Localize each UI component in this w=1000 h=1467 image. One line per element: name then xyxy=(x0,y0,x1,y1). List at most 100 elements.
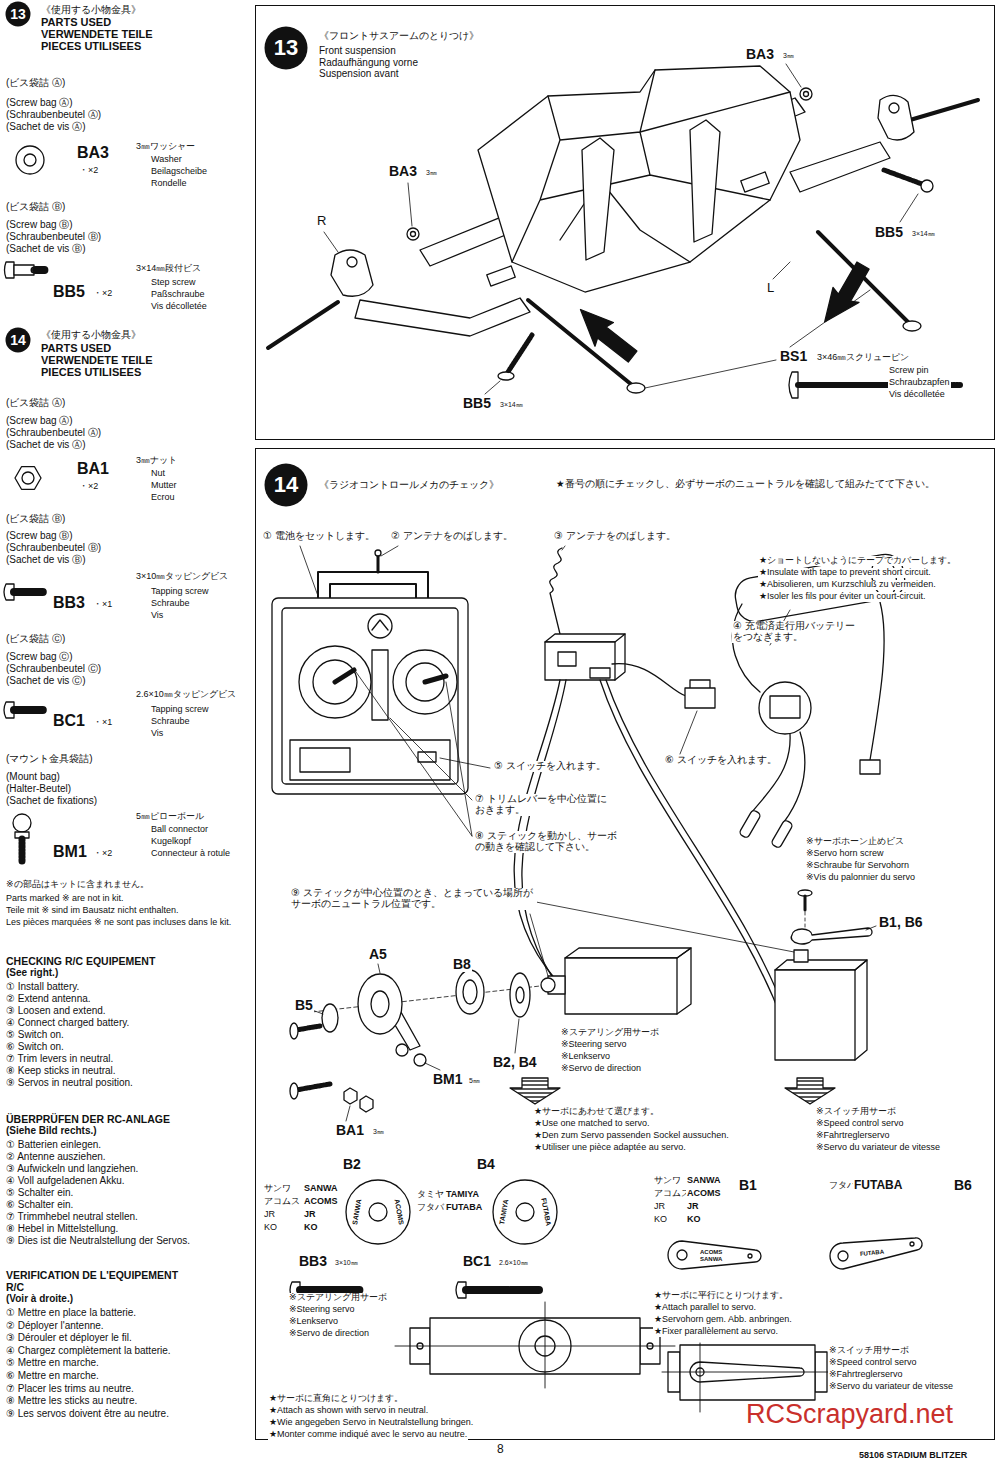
label-text: (Sachet de fixations) xyxy=(5,796,98,807)
line-art xyxy=(377,556,380,572)
label-text: (ビス袋詰 Ⓐ) xyxy=(5,78,66,89)
label-text: Mutter xyxy=(150,481,178,491)
line-art xyxy=(493,1180,557,1244)
line-art xyxy=(870,602,884,760)
label-text: Paßschraube xyxy=(150,290,206,300)
label-text: SANWA xyxy=(686,1176,722,1186)
label-text: SANWA xyxy=(699,1256,723,1262)
label-text: 3㎜ xyxy=(425,169,438,177)
line-art xyxy=(700,1343,701,1412)
part-code: B8 xyxy=(452,957,472,972)
label-text: ⑤ Mettre en marche. xyxy=(5,1358,100,1369)
label-text: ※Servo du variateur de vitesse xyxy=(815,1143,967,1153)
step-number-text: 14 xyxy=(264,463,308,507)
label-text: ⑨ Servos in neutral position. xyxy=(5,1078,134,1089)
label-text: Ecrou xyxy=(150,493,176,503)
line-art xyxy=(300,546,318,596)
line-art xyxy=(268,302,338,348)
line-art xyxy=(36,266,46,274)
label-text: (ビス袋詰 Ⓒ) xyxy=(5,634,66,645)
line-art xyxy=(785,1078,835,1104)
line-art xyxy=(889,103,899,113)
label-text: フタバ xyxy=(416,1203,445,1213)
label-text: ⑤ Switch on. xyxy=(5,1030,65,1041)
label-text: ※スイッチ用サーボ xyxy=(828,1346,970,1356)
part-code: B5 xyxy=(294,998,314,1013)
label-text: Vis décolletée xyxy=(888,390,946,400)
label-text: 3㎜ xyxy=(782,52,795,60)
label-text: アコムス xyxy=(263,1197,301,1207)
line-art xyxy=(456,970,484,1014)
label-text: ★Wie angegeben Servo in Neutralstellung … xyxy=(268,1418,474,1428)
line-art xyxy=(732,604,760,692)
label-text: PARTS USED xyxy=(40,17,112,29)
label-text: ACOMS xyxy=(686,1189,722,1199)
label-text: 3×14㎜段付ビス xyxy=(135,264,202,274)
line-art xyxy=(22,472,34,484)
line-art xyxy=(541,978,555,992)
step-panel: 13《フロントサスアームのとりつけ》Front suspension Radau… xyxy=(255,5,995,440)
label-text: ⑤ Schalter ein. xyxy=(5,1188,74,1199)
line-art xyxy=(771,819,794,848)
part-code: BM1 xyxy=(432,1072,464,1087)
label-text: ・×1 xyxy=(92,718,113,728)
label-text: ③ Loosen and extend. xyxy=(5,1006,107,1017)
line-art xyxy=(378,964,380,973)
label-text: (Screw bag Ⓒ) xyxy=(5,652,74,663)
line-art xyxy=(347,257,357,267)
label-text: 3×14㎜ xyxy=(499,401,524,409)
label-text: JR xyxy=(263,1210,276,1220)
label-text: Step screw xyxy=(150,278,197,288)
part-code: BA3 xyxy=(76,144,110,161)
line-art xyxy=(565,958,677,1014)
line-art xyxy=(290,1023,298,1039)
line-art xyxy=(590,668,610,678)
line-art xyxy=(582,138,614,260)
line-art xyxy=(545,634,625,642)
label-text: ⑦ トリムレバーを中心位置におきます。 xyxy=(474,794,616,816)
label-text: ⑨ スティックが中心位置のとき、とまっている場所がサーボのニュートラル位置です。 xyxy=(290,888,537,910)
label-text: ⑤ スイッチを入れます。 xyxy=(493,761,607,772)
line-art xyxy=(318,572,428,598)
label-text: Connecteur à rotule xyxy=(150,849,231,859)
line-art xyxy=(662,1372,830,1373)
label-text: ① Install battery. xyxy=(5,982,80,993)
label-text: ③ Aufwickeln und langziehen. xyxy=(5,1164,139,1175)
label-text: ★サーボに平行にとりつけます。 xyxy=(653,1291,789,1301)
part-code: B1, B6 xyxy=(878,915,924,930)
line-art xyxy=(360,1096,373,1112)
line-art xyxy=(4,64,978,1412)
label-text: ※Schraube für Servohorn xyxy=(805,861,910,871)
line-art xyxy=(545,1302,546,1388)
label-text: ★Attach as shown with servo in neutral. xyxy=(268,1406,429,1416)
label-text: ★ショートしないようにテープでカバーします。 xyxy=(758,556,957,566)
line-art xyxy=(487,266,516,286)
label-text: (ビス袋詰 Ⓑ) xyxy=(5,514,66,525)
line-art xyxy=(312,986,540,1012)
label-text: (Sachet de vis Ⓐ) xyxy=(5,122,86,133)
label-text: ※Lenkservo xyxy=(560,1052,611,1062)
label-text: FUTABA xyxy=(859,1248,886,1257)
label-text: ⑥ スイッチを入れます。 xyxy=(664,755,778,766)
line-art xyxy=(510,973,530,1017)
line-art xyxy=(748,1254,752,1258)
label-text: ⑨ Dies ist die Neutralstellung der Servo… xyxy=(5,1236,191,1247)
part-code: BC1 xyxy=(52,712,86,729)
label-text: Parts marked ※ are not in kit. xyxy=(5,894,242,904)
label-text: 3×10㎜ xyxy=(334,1259,359,1267)
label-text: SANWA xyxy=(351,1198,363,1227)
line-art xyxy=(816,258,876,332)
label-text: ※Servo de direction xyxy=(288,1329,370,1339)
label-text: ※Vis du palonnier du servo xyxy=(805,873,916,883)
line-art xyxy=(14,706,44,714)
label-text: JR xyxy=(303,1210,317,1220)
label-text: R/C xyxy=(5,1282,25,1293)
label-text: ⑦ Trim levers in neutral. xyxy=(5,1054,114,1065)
line-art xyxy=(290,1083,298,1099)
line-art xyxy=(358,974,402,1034)
label-text: (Screw bag Ⓐ) xyxy=(5,416,74,427)
label-text: ACOMS xyxy=(303,1197,339,1207)
label-text: ★Den zum Servo passenden Sockel aussuche… xyxy=(533,1131,730,1141)
line-art xyxy=(395,1346,675,1347)
